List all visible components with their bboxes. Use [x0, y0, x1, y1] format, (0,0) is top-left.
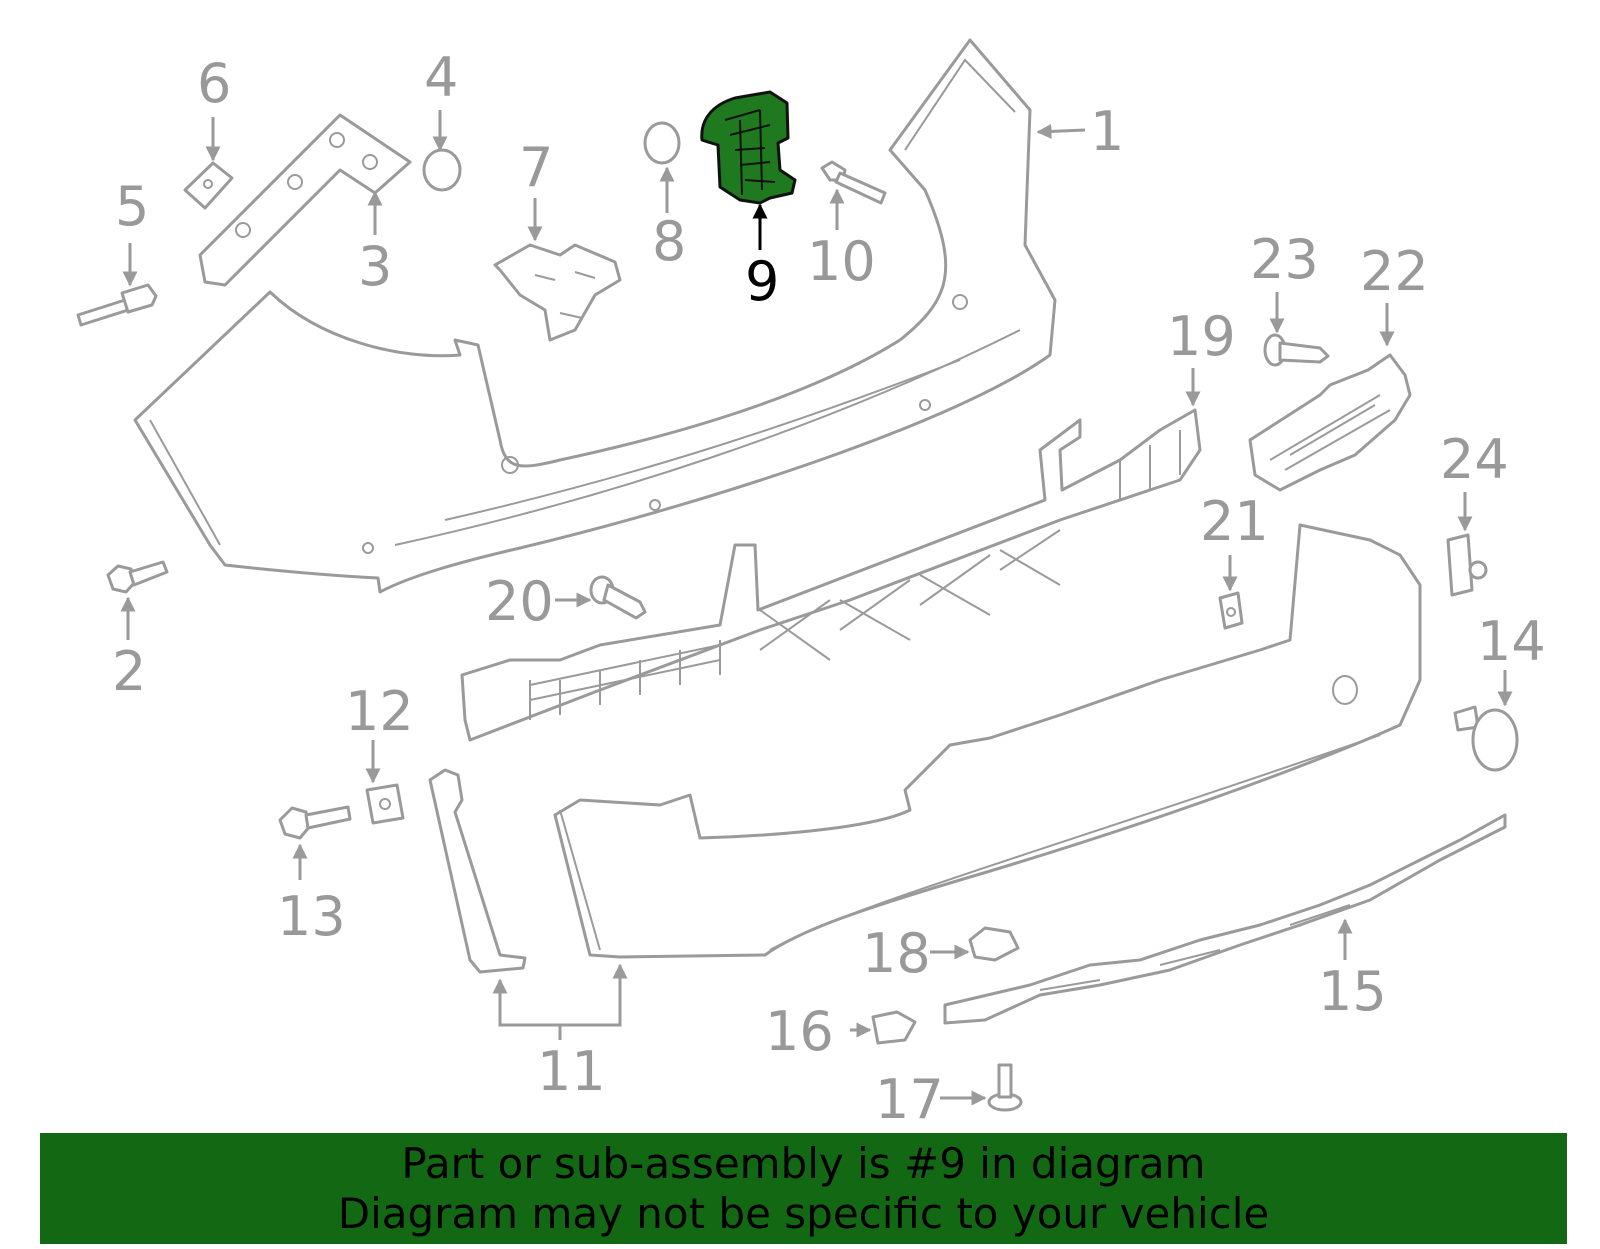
banner-line-disclaimer: Diagram may not be specific to your vehi…: [337, 1189, 1270, 1238]
part-18-clip[interactable]: [968, 926, 1020, 962]
part-14-plug[interactable]: [1453, 705, 1519, 772]
callout-22[interactable]: 22: [1360, 240, 1429, 303]
leader-lines: [120, 110, 1513, 1106]
callout-6[interactable]: 6: [197, 52, 231, 115]
info-banner: Part or sub-assembly is #9 in diagram Di…: [40, 1133, 1567, 1244]
part-4-plug[interactable]: [422, 148, 462, 192]
callout-4[interactable]: 4: [424, 46, 458, 109]
parts-diagram: 1 2 3 4 5 6 7 8 9 10 11 12 13 14 15 16 1…: [76, 38, 1546, 1130]
callout-3[interactable]: 3: [358, 235, 392, 298]
part-8-plug[interactable]: [643, 121, 681, 165]
part-12-nut[interactable]: [365, 783, 405, 825]
callout-1[interactable]: 1: [1090, 100, 1124, 163]
callout-12[interactable]: 12: [345, 680, 414, 743]
callout-10[interactable]: 10: [807, 230, 876, 293]
part-16-clip[interactable]: [871, 1010, 917, 1045]
part-7-bracket[interactable]: [493, 243, 622, 342]
callout-21[interactable]: 21: [1200, 490, 1269, 553]
callout-11[interactable]: 11: [537, 1040, 606, 1103]
callout-23[interactable]: 23: [1250, 228, 1319, 291]
callout-17[interactable]: 17: [875, 1068, 944, 1130]
part-21-retainer[interactable]: [1218, 591, 1244, 630]
callout-15[interactable]: 15: [1318, 960, 1387, 1023]
part-6-clip[interactable]: [183, 161, 234, 210]
part-2-bolt[interactable]: [106, 560, 169, 594]
part-17-screw[interactable]: [987, 1063, 1023, 1112]
part-22-reflector[interactable]: [1248, 353, 1412, 492]
part-5-bolt[interactable]: [76, 283, 158, 327]
part-10-bolt[interactable]: [820, 160, 887, 205]
callout-16[interactable]: 16: [765, 1000, 834, 1063]
callout-8[interactable]: 8: [652, 210, 686, 273]
part-3-bracket[interactable]: [198, 113, 412, 287]
part-20-bolt[interactable]: [589, 575, 647, 620]
banner-line-part: Part or sub-assembly is #9 in diagram: [401, 1139, 1206, 1188]
part-15-lower-valance[interactable]: [943, 813, 1507, 1025]
part-24-connector[interactable]: [1446, 533, 1488, 597]
callout-7[interactable]: 7: [519, 136, 553, 199]
callout-14[interactable]: 14: [1477, 610, 1546, 673]
callout-18[interactable]: 18: [862, 922, 931, 985]
callout-9[interactable]: 9: [745, 250, 779, 313]
callout-13[interactable]: 13: [277, 885, 346, 948]
part-23-screw[interactable]: [1263, 333, 1330, 367]
callout-5[interactable]: 5: [115, 175, 149, 238]
part-13-bolt[interactable]: [278, 805, 352, 840]
callout-19[interactable]: 19: [1167, 305, 1236, 368]
part-1-upper-bumper-cover[interactable]: [133, 38, 1057, 594]
part-19-absorber[interactable]: [460, 408, 1202, 742]
part-11-lower-bumper-cover[interactable]: [428, 523, 1422, 974]
part-9-highlighted[interactable]: [700, 90, 797, 205]
callout-24[interactable]: 24: [1440, 428, 1509, 491]
callout-labels: 1 2 3 4 5 6 7 8 9 10 11 12 13 14 15 16 1…: [112, 46, 1546, 1130]
callout-2[interactable]: 2: [112, 640, 146, 703]
callout-20[interactable]: 20: [485, 570, 554, 633]
